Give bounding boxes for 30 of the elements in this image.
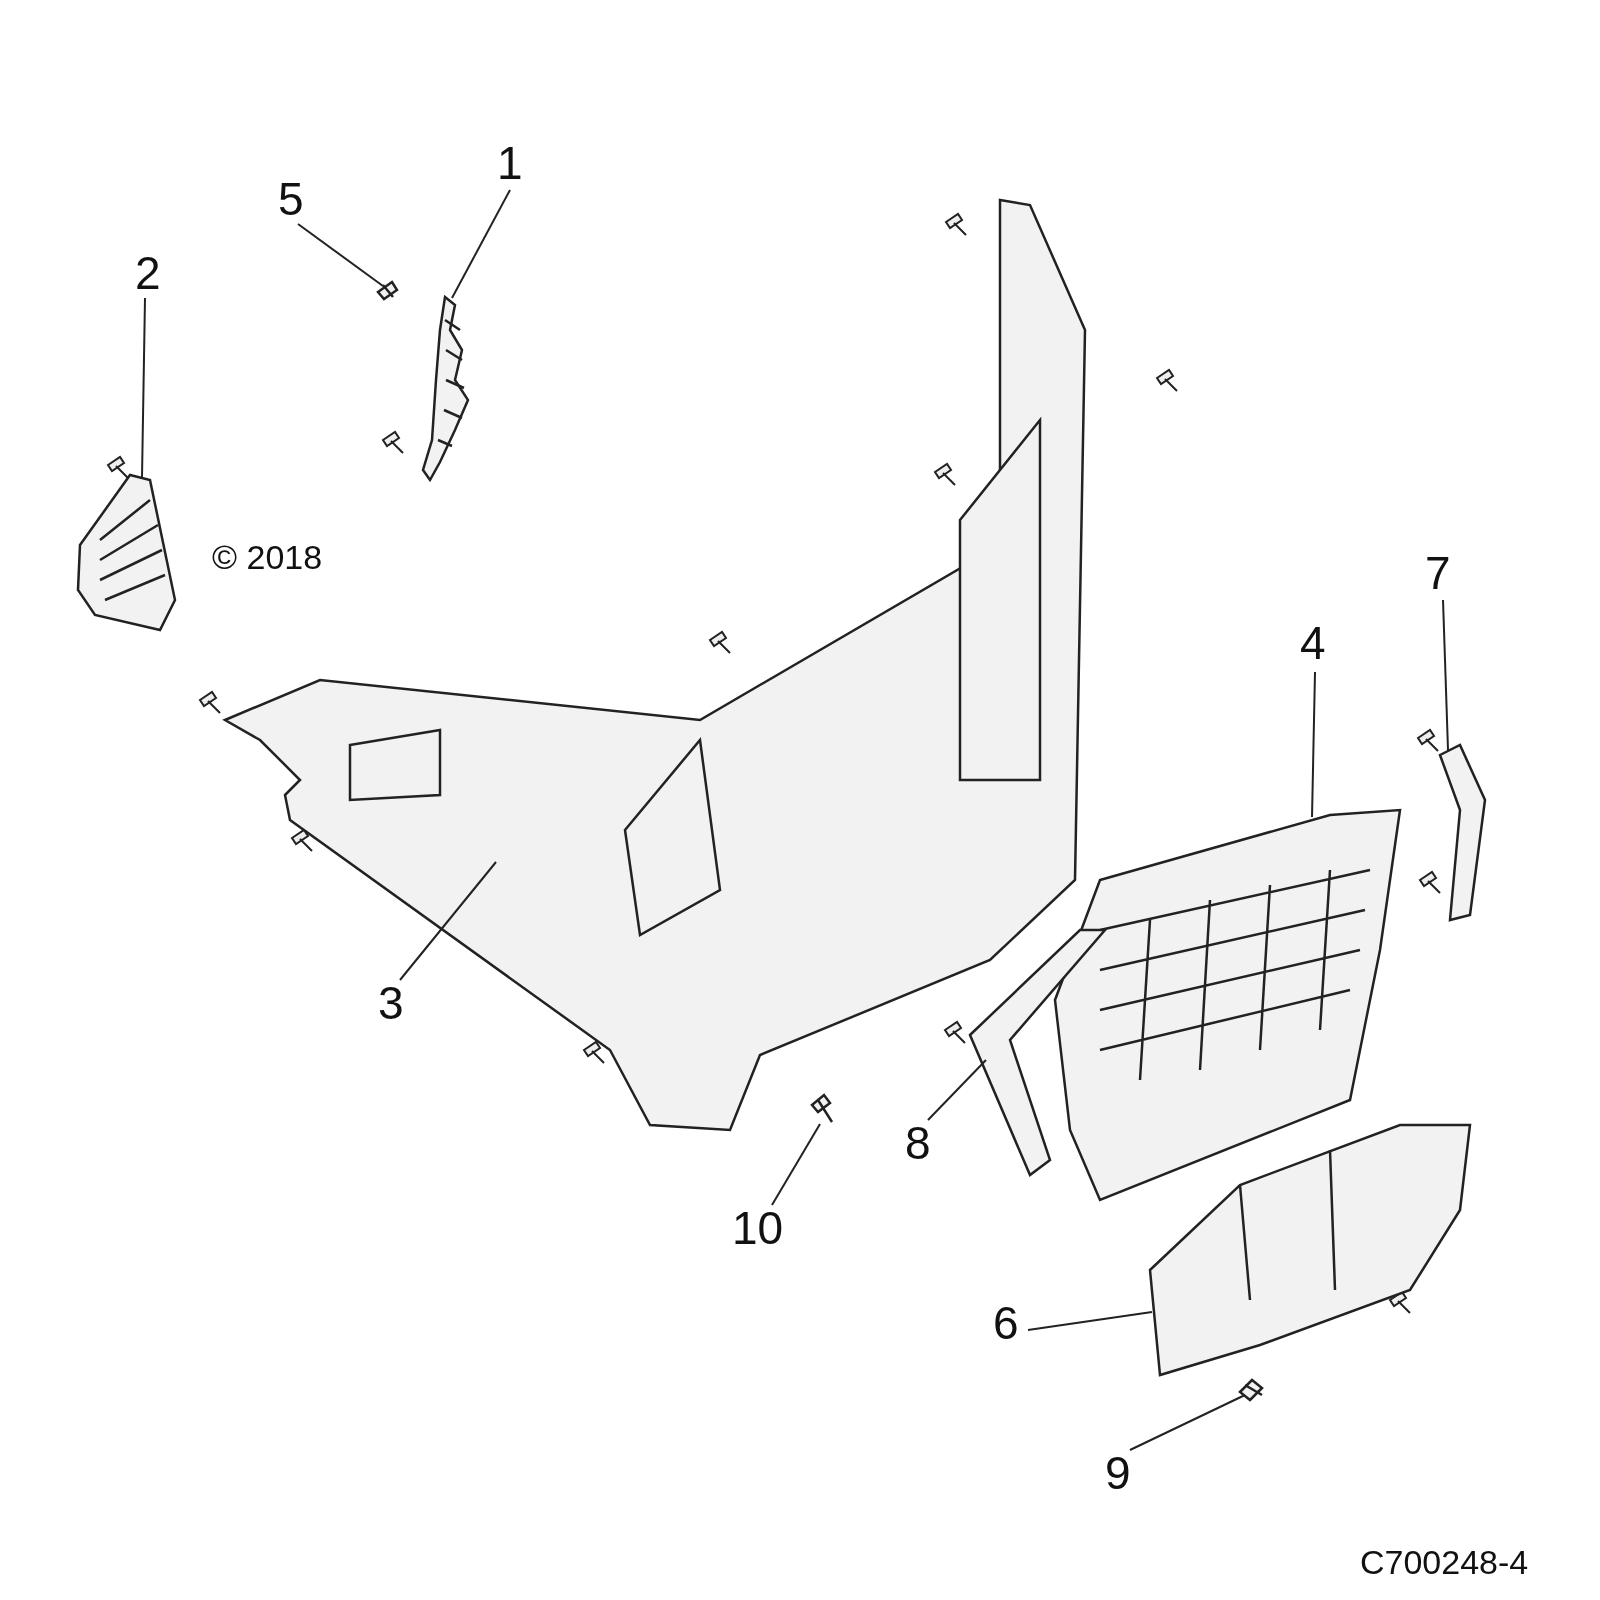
- leader-line: [399, 861, 497, 981]
- callout-number: 4: [1300, 620, 1326, 666]
- skid-plate-drawing: [1148, 1123, 1472, 1377]
- leader-line: [141, 297, 146, 478]
- callout-number: 10: [732, 1205, 784, 1251]
- screw-icon: [376, 280, 399, 301]
- leader-line: [771, 1123, 821, 1206]
- leader-line: [927, 1059, 987, 1121]
- screw-icon: [1238, 1378, 1264, 1402]
- callout-number: 3: [378, 980, 404, 1026]
- callout-number: 5: [278, 176, 304, 222]
- callout-number: 9: [1105, 1450, 1131, 1496]
- side-vent-drawing: [76, 473, 177, 632]
- callout-number: 8: [905, 1120, 931, 1166]
- trim-strip-drawing: [968, 928, 1108, 1177]
- callout-number: 7: [1425, 550, 1451, 596]
- callout-number: 1: [497, 140, 523, 186]
- callout-number: 2: [135, 250, 161, 296]
- drawing-number: C700248-4: [1360, 1545, 1529, 1579]
- trim-strip-drawing: [1438, 743, 1487, 922]
- copyright-notice: © 2018: [212, 540, 323, 574]
- leader-line: [1027, 1311, 1153, 1331]
- leader-line: [451, 189, 511, 299]
- screw-icon: [810, 1093, 834, 1124]
- grille-vent-drawing: [421, 294, 470, 483]
- callout-number: 6: [993, 1300, 1019, 1346]
- leader-line: [297, 223, 384, 287]
- leader-line: [1442, 599, 1449, 751]
- leader-line: [1311, 671, 1316, 818]
- leader-line: [1129, 1394, 1246, 1451]
